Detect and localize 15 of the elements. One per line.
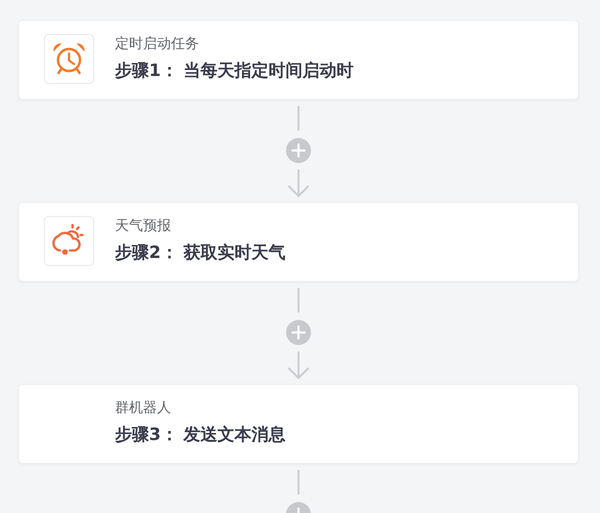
step-card: [19, 203, 578, 281]
card-label: 定时启动任务: [115, 35, 199, 53]
arrow: [288, 170, 309, 197]
step-title: 步骤1： 当每天指定时间启动时: [115, 60, 354, 83]
connector-line: [298, 288, 300, 312]
arrow: [288, 352, 309, 379]
step-title: 步骤2： 获取实时天气: [115, 242, 286, 265]
connector-line: [298, 470, 300, 494]
card-label: 天气预报: [115, 217, 171, 235]
connector-line: [298, 106, 300, 130]
step-card: [19, 21, 578, 99]
step-title: 步骤3： 发送文本消息: [115, 424, 286, 447]
card-label: 群机器人: [115, 399, 171, 417]
plus-circle-icon: [286, 320, 311, 344]
plus-circle-icon: [286, 138, 311, 162]
